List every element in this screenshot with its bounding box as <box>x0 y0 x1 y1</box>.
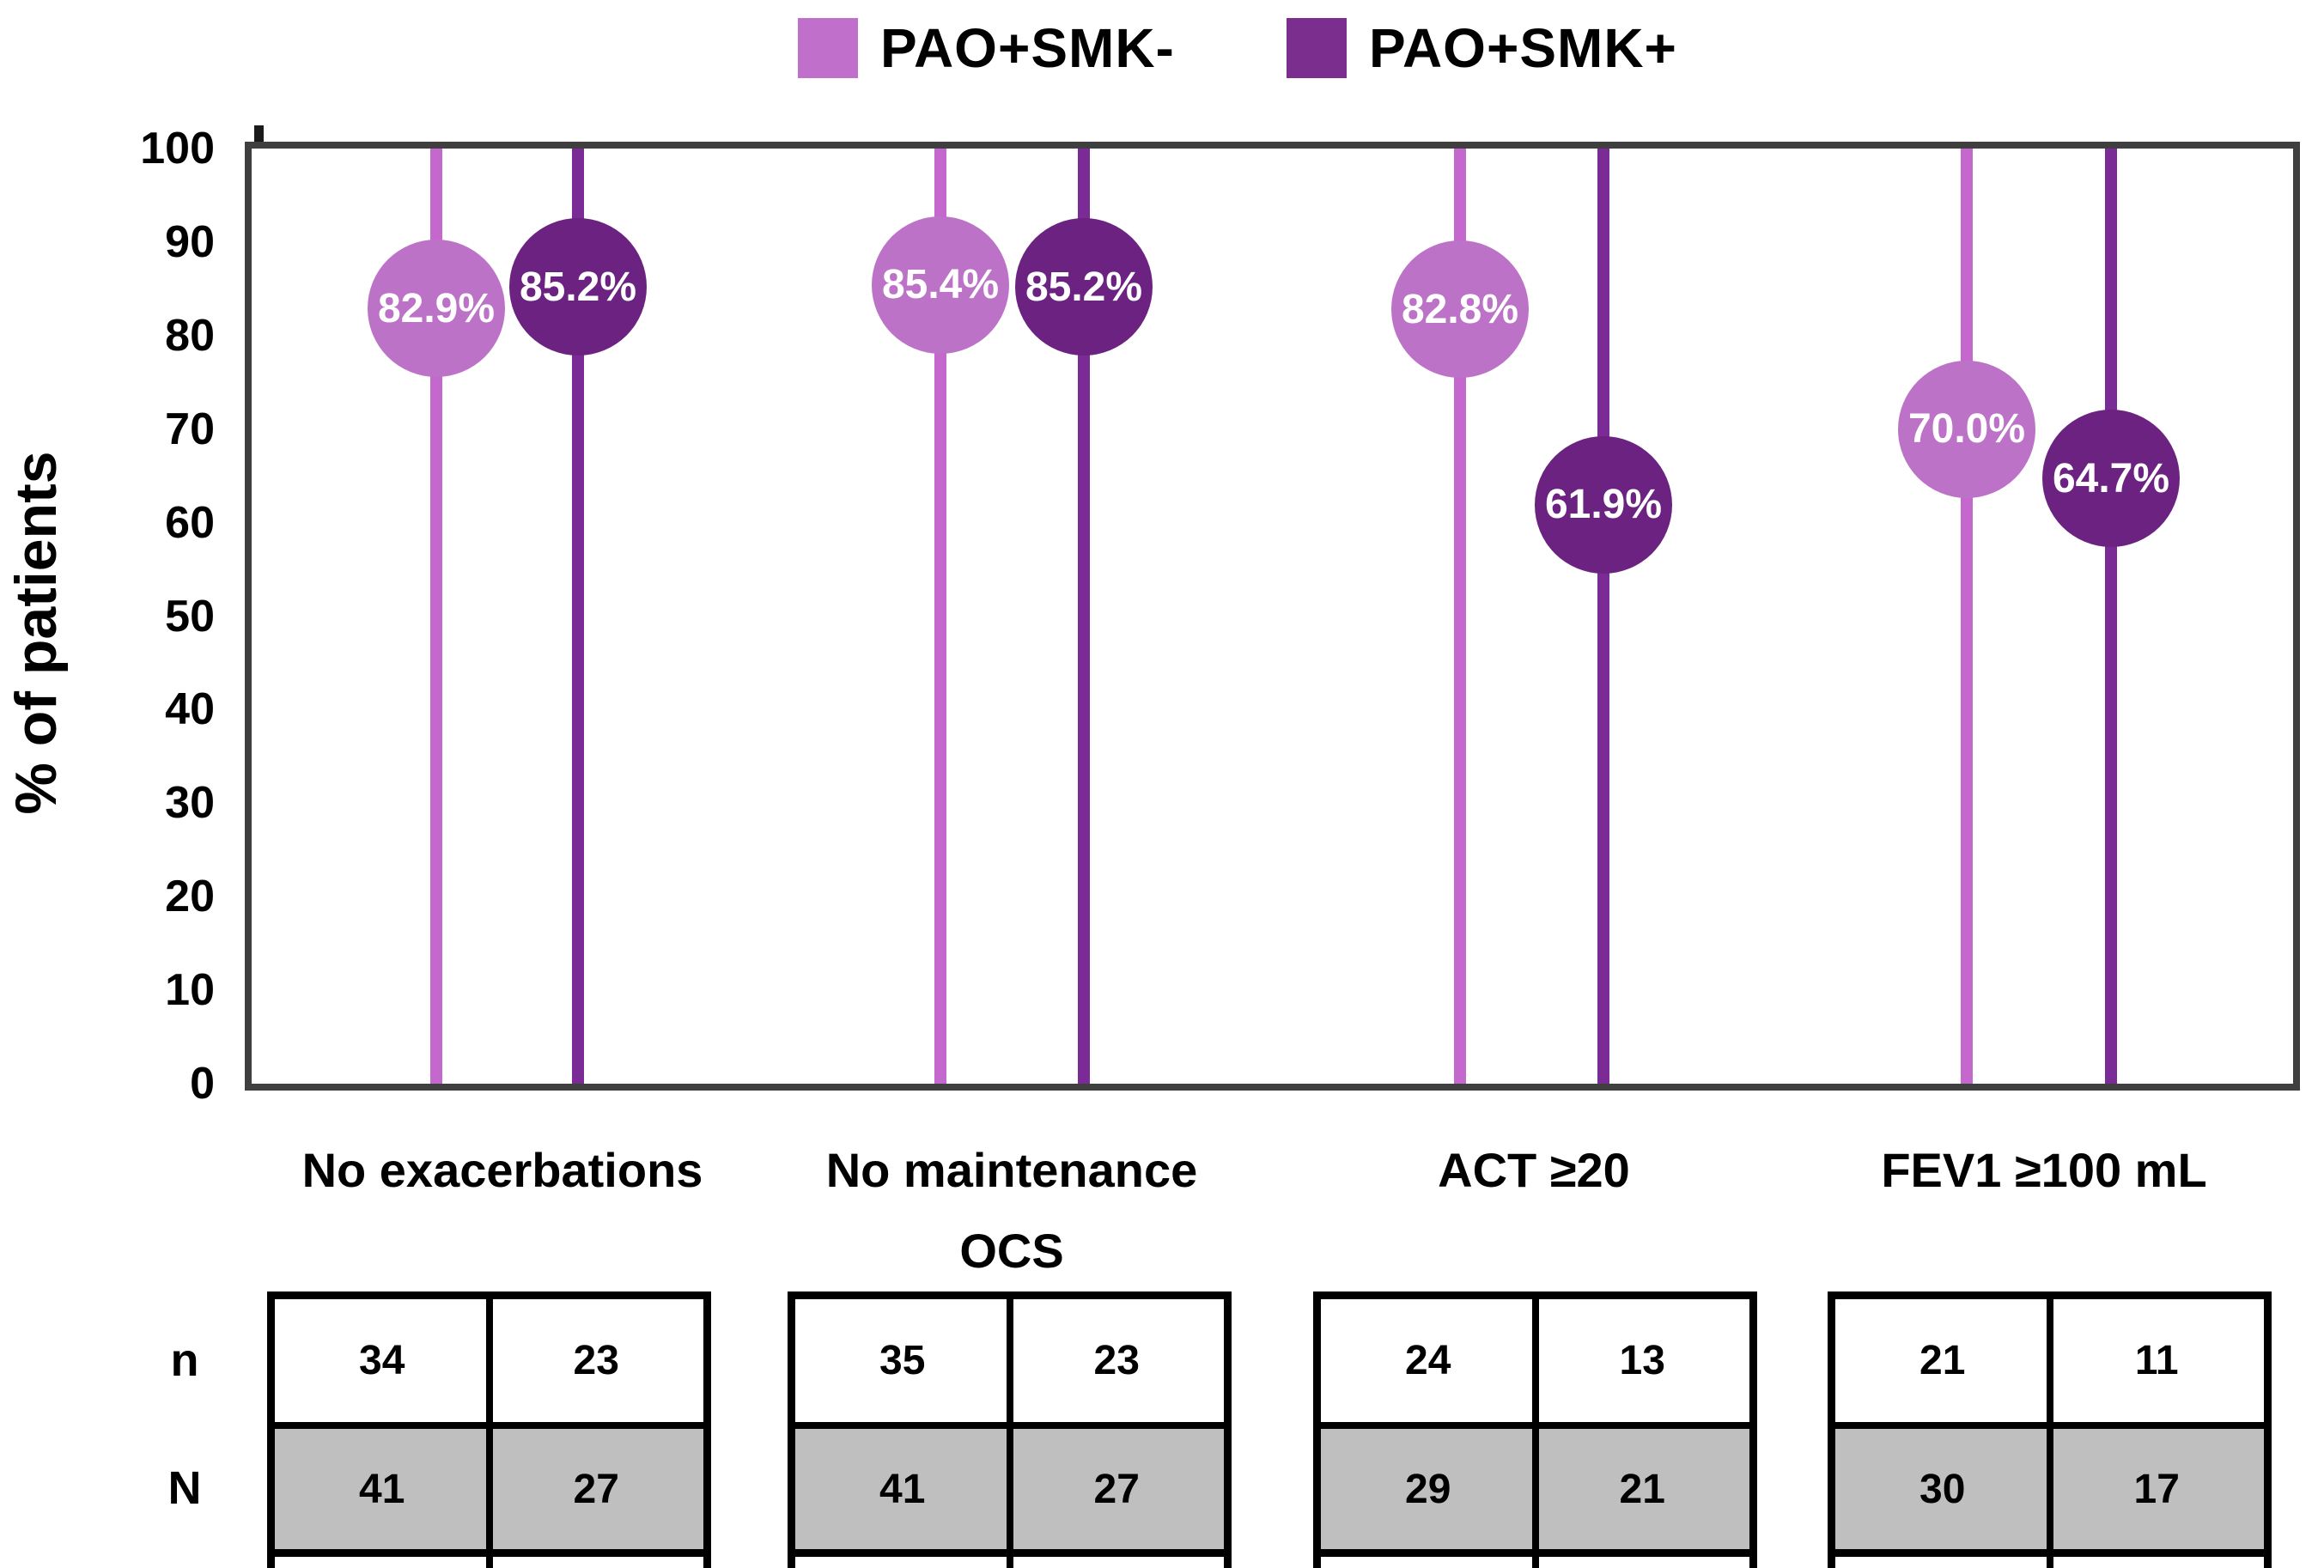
y-tick-label: 100 <box>140 124 215 173</box>
legend-swatch-pao-smk-minus <box>798 18 858 78</box>
marker-value-label: 85.2% <box>519 264 637 310</box>
n-table: 21 11 30 17 <box>1828 1291 2272 1568</box>
y-tick-label: 30 <box>165 778 215 829</box>
legend-label: PAO+SMK+ <box>1369 17 1677 79</box>
table-cell-N: 27 <box>573 1466 619 1512</box>
table-cell-N: 41 <box>359 1466 405 1512</box>
plot-area: 82.9% 85.2% 85.4% 85.2% 82.8% 61.9% 70.0% 64.7% <box>245 142 2300 1091</box>
y-tick-label: 70 <box>165 404 215 454</box>
lollipop-stem <box>430 149 442 1084</box>
legend-swatch-pao-smk-plus <box>1287 18 1347 78</box>
lollipop-marker: 85.2% <box>1015 218 1153 356</box>
n-table: 24 13 29 21 <box>1313 1291 1757 1568</box>
y-tick-label: 20 <box>165 872 215 922</box>
n-table: 35 23 41 27 <box>788 1291 1232 1568</box>
lollipop-stem <box>1597 149 1609 1084</box>
lollipop-marker: 61.9% <box>1535 435 1672 574</box>
category-label: ACT ≥20 <box>1438 1143 1630 1197</box>
table-cell-N: 17 <box>2133 1466 2180 1512</box>
table-cell-N: 21 <box>1619 1466 1665 1512</box>
marker-value-label: 82.8% <box>1401 286 1519 332</box>
table-column-divider <box>2046 1299 2053 1568</box>
lollipop-stem <box>934 149 946 1084</box>
y-axis-top-tick <box>254 125 264 149</box>
table-cell-n: 23 <box>573 1338 619 1383</box>
lollipop-marker: 82.8% <box>1391 240 1529 379</box>
table-cell-N: 29 <box>1405 1466 1451 1512</box>
lollipop-stem <box>572 149 584 1084</box>
lollipop-stem <box>2105 149 2117 1084</box>
legend-label: PAO+SMK- <box>880 17 1175 79</box>
table-cell-n: 13 <box>1619 1338 1665 1383</box>
table-column-divider <box>485 1299 493 1568</box>
n-table: 34 23 41 27 <box>267 1291 711 1568</box>
lollipop-marker: 70.0% <box>1898 360 2035 498</box>
table-cell-n: 34 <box>359 1338 405 1383</box>
table-cell-N: 30 <box>1919 1466 1966 1512</box>
y-tick-label: 40 <box>165 684 215 735</box>
marker-value-label: 85.2% <box>1025 264 1143 310</box>
y-tick-label: 0 <box>190 1059 215 1109</box>
table-cell-n: 21 <box>1919 1338 1966 1383</box>
y-tick-label: 10 <box>165 965 215 1016</box>
table-cell-n: 24 <box>1405 1338 1451 1383</box>
marker-value-label: 61.9% <box>1544 482 1663 528</box>
marker-value-label: 70.0% <box>1907 406 2026 453</box>
lollipop-marker: 82.9% <box>368 240 505 378</box>
category-label: FEV1 ≥100 mL <box>1881 1143 2207 1197</box>
category-label: No maintenance OCS <box>825 1143 1198 1278</box>
table-cell-n: 23 <box>1093 1338 1140 1383</box>
lollipop-stem <box>1078 149 1090 1084</box>
y-tick-label: 90 <box>165 216 215 267</box>
marker-value-label: 85.4% <box>881 262 1000 308</box>
table-column-divider <box>1531 1299 1539 1568</box>
category-label: No exacerbations <box>301 1143 703 1197</box>
table-cell-N: 41 <box>879 1466 926 1512</box>
table-cell-n: 35 <box>879 1338 926 1383</box>
table-row-label-N: N <box>167 1462 202 1514</box>
legend-item: PAO+SMK+ <box>1287 17 1677 79</box>
table-cell-N: 27 <box>1093 1466 1140 1512</box>
y-tick-label: 80 <box>165 310 215 361</box>
marker-value-label: 64.7% <box>2052 455 2170 501</box>
marker-value-label: 82.9% <box>377 285 496 331</box>
y-tick-label: 60 <box>165 497 215 548</box>
y-tick-label: 50 <box>165 591 215 641</box>
lollipop-marker: 64.7% <box>2042 410 2180 548</box>
table-row-label-n: n <box>170 1334 199 1386</box>
table-column-divider <box>1006 1299 1013 1568</box>
table-cell-n: 11 <box>2134 1338 2179 1383</box>
lollipop-stem <box>1961 149 1973 1084</box>
lollipop-marker: 85.2% <box>509 218 647 356</box>
lollipop-stem <box>1454 149 1466 1084</box>
legend-item: PAO+SMK- <box>798 17 1175 79</box>
lollipop-marker: 85.4% <box>872 216 1009 354</box>
